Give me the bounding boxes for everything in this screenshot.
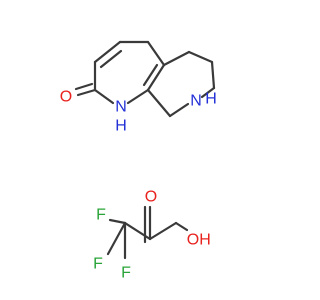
naphthyridinone-molecule: O H N N H <box>60 40 217 135</box>
bond <box>174 221 189 232</box>
bond <box>210 60 216 90</box>
ring-nh-label: H <box>115 118 127 135</box>
trifluoroacetic-acid-molecule: O O H F F F <box>93 189 211 282</box>
bond <box>93 88 115 105</box>
bond <box>146 40 166 67</box>
carbonyl-oxygen-label: O <box>60 89 72 106</box>
bond <box>148 221 178 241</box>
fluorine-left-label: F <box>93 256 103 273</box>
bond <box>168 102 190 118</box>
bond <box>106 221 127 256</box>
hydroxyl-h-label: H <box>199 232 211 249</box>
fluorine-top-label: F <box>96 207 106 224</box>
carbonyl-oxygen-label: O <box>145 189 157 206</box>
amine-h-label: H <box>205 91 217 108</box>
bond <box>108 218 127 225</box>
amine-n-label: N <box>190 93 202 110</box>
bond <box>93 40 122 64</box>
bond <box>123 221 152 241</box>
structure-canvas: O H N N H O O H F F F <box>60 40 217 282</box>
bond <box>99 49 123 69</box>
bond <box>200 86 216 99</box>
hydroxyl-oxygen-label: O <box>187 232 199 249</box>
bond <box>162 50 191 67</box>
chemical-structures: O H N N H O O H F F F <box>60 40 217 282</box>
bond <box>187 50 214 64</box>
bond <box>76 88 97 97</box>
fluorine-bottom-label: F <box>121 265 131 282</box>
bond <box>142 63 159 87</box>
bond <box>146 63 166 92</box>
ring-n-label: N <box>115 99 127 116</box>
bond <box>146 88 172 118</box>
bond <box>74 82 94 91</box>
bond <box>126 88 150 105</box>
